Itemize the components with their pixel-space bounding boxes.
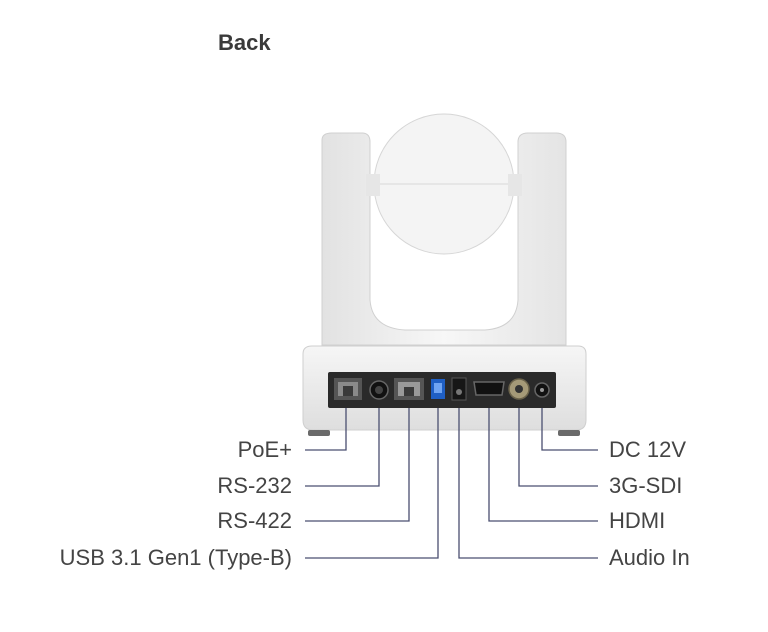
label-rs422: RS-422 — [217, 508, 292, 533]
callout-line-poe — [305, 408, 347, 451]
label-sdi: 3G-SDI — [609, 473, 683, 498]
camera-head — [366, 113, 522, 255]
callout-line-rs422 — [305, 408, 410, 522]
ethernet-port-icon — [334, 378, 362, 400]
callout-line-dc — [541, 408, 598, 451]
callout-line-usb — [305, 408, 439, 559]
bnc-port-icon — [508, 378, 530, 400]
callout-lines — [305, 408, 598, 559]
label-dc: DC 12V — [609, 437, 687, 462]
hdmi-port-icon — [473, 381, 505, 396]
callout-line-sdi — [518, 408, 598, 487]
callout-line-rs232 — [305, 408, 380, 487]
usb-b-port-icon — [431, 379, 445, 399]
audio-jack-icon — [451, 377, 467, 401]
dc-jack-icon — [534, 382, 550, 398]
callout-line-audio — [458, 408, 598, 559]
camera-yoke — [321, 132, 567, 346]
label-hdmi: HDMI — [609, 508, 666, 533]
label-rs232: RS-232 — [217, 473, 292, 498]
section-title: Back — [218, 30, 271, 55]
rs422-port-icon — [394, 378, 424, 400]
label-poe: PoE+ — [237, 437, 292, 462]
label-audio: Audio In — [609, 545, 690, 570]
label-usb: USB 3.1 Gen1 (Type-B) — [59, 545, 292, 570]
callout-line-hdmi — [488, 408, 598, 522]
rs232-port-icon — [369, 380, 389, 400]
connector-panel — [328, 372, 556, 408]
